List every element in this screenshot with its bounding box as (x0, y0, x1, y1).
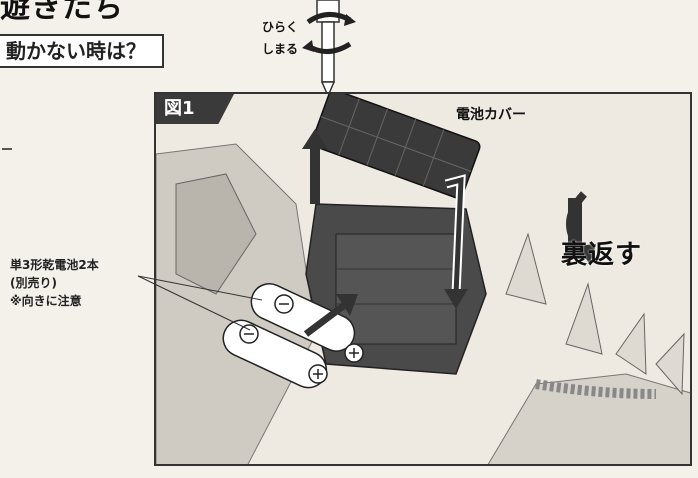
figure-title: 図1 (156, 94, 234, 124)
battery-label: 単3形乾電池2本 (別売り) ※向きに注意 (10, 256, 99, 310)
divider (2, 148, 12, 150)
battery-cover-label: 電池カバー (456, 107, 526, 123)
open-label: ひらく (262, 20, 299, 34)
figure-1: 図1 電池カバー 裏返す (154, 92, 692, 466)
question-box: 動かない時は？ (0, 34, 164, 68)
battery-label-line2: (別売り) (10, 276, 57, 290)
robot-illustration (156, 94, 690, 464)
battery-label-line3: ※向きに注意 (10, 294, 82, 308)
battery-label-line1: 単3形乾電池2本 (10, 258, 99, 272)
close-label: しまる (262, 42, 299, 56)
flip-label: 裏返す (561, 240, 643, 270)
page-heading: 遊きたち (0, 0, 124, 25)
